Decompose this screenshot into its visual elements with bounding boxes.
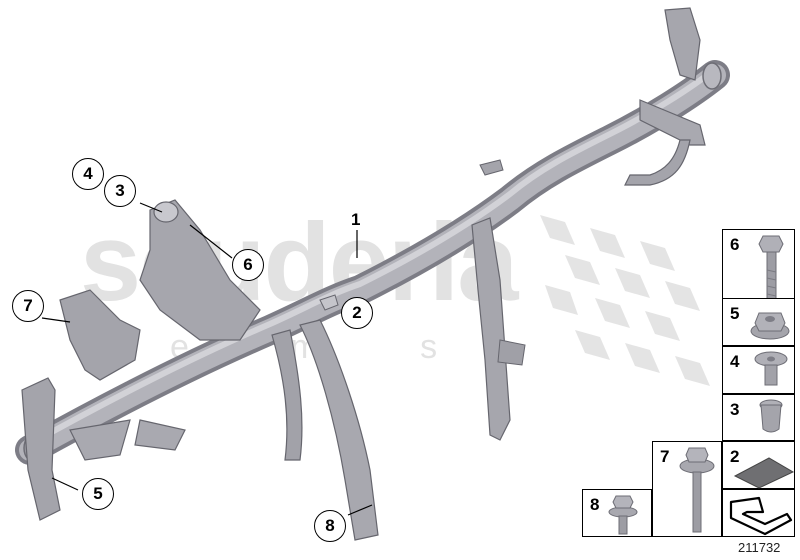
callout-3: 3 xyxy=(104,175,136,207)
callout-6: 6 xyxy=(232,249,264,281)
part-number: 4 xyxy=(730,352,740,371)
part-number: 5 xyxy=(730,304,740,323)
flange-bolt-icon xyxy=(679,447,715,533)
hex-nut-icon xyxy=(750,312,790,340)
figure-id: 211732 xyxy=(738,540,781,555)
callout-1: 1 xyxy=(351,210,361,229)
expanding-nut-icon xyxy=(754,351,788,386)
callout-2: 2 xyxy=(341,297,373,329)
part-number: 3 xyxy=(730,400,740,419)
rivet-nut-icon xyxy=(759,399,783,433)
short-bolt-icon xyxy=(608,495,638,535)
parts-cell-7: 7 xyxy=(652,441,722,537)
callout-7: 7 xyxy=(12,290,44,322)
checkered-flag-watermark xyxy=(540,215,710,386)
parts-cell-3: 3 xyxy=(722,394,795,441)
part-number: 7 xyxy=(660,447,670,466)
part-number: 6 xyxy=(730,235,740,254)
part-number: 8 xyxy=(590,495,600,514)
callout-8: 8 xyxy=(314,510,346,542)
insulation-pad-icon xyxy=(733,457,795,489)
parts-cell-4: 4 xyxy=(722,346,795,394)
callout-5: 5 xyxy=(82,478,114,510)
arrow-symbol-icon xyxy=(729,496,793,536)
parts-cell-8: 8 xyxy=(582,489,652,537)
part-number: 2 xyxy=(730,447,740,466)
parts-cell-arrow xyxy=(722,489,795,537)
callout-4: 4 xyxy=(72,158,104,190)
parts-cell-2: 2 xyxy=(722,441,795,489)
parts-cell-5: 5 xyxy=(722,298,795,346)
